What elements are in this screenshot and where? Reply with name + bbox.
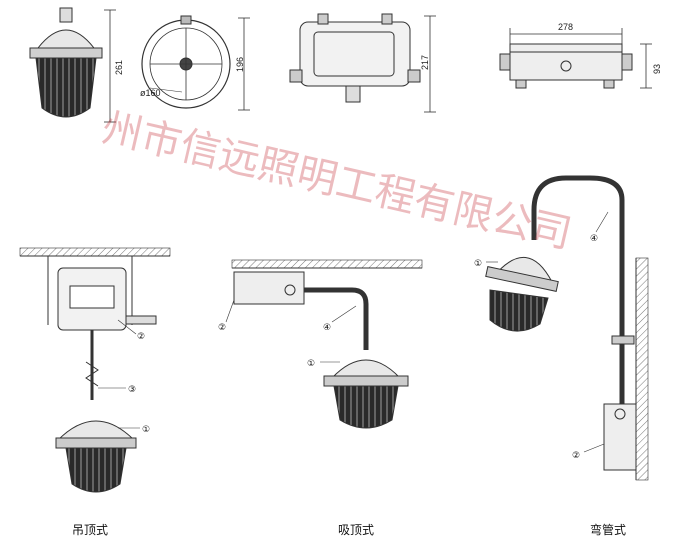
junction-box-side bbox=[499, 43, 633, 89]
callout-1-bent: ① bbox=[474, 259, 482, 269]
callout-2-ceiling: ② bbox=[218, 323, 226, 333]
callout-4-bent: ④ bbox=[590, 234, 598, 244]
ceiling-hatch-icon bbox=[19, 247, 171, 257]
dim-box-side-height: 93 bbox=[640, 43, 662, 89]
callout-4-ceiling: ④ bbox=[323, 323, 331, 333]
ceiling-hatch-icon bbox=[231, 259, 423, 269]
dim-278-label: 278 bbox=[558, 22, 573, 32]
dim-196-label: 196 bbox=[235, 57, 245, 72]
lamp-top-view bbox=[141, 15, 231, 109]
callout-2: ② bbox=[137, 332, 145, 342]
wall-hatch-icon bbox=[635, 257, 649, 481]
callout-1-ceiling: ① bbox=[307, 359, 315, 369]
dim-box-width: 278 bbox=[509, 22, 623, 44]
caption-ceiling: 吸顶式 bbox=[338, 523, 374, 537]
callout-3: ③ bbox=[128, 385, 136, 395]
watermark: 州市信远照明工程有限公司 bbox=[98, 105, 576, 258]
callout-2-bent: ② bbox=[572, 451, 580, 461]
callout-1: ① bbox=[142, 425, 150, 435]
pendant-install: ② ③ ① 吊顶式 bbox=[19, 247, 171, 537]
junction-box-icon bbox=[603, 403, 637, 471]
lamp-front-view bbox=[29, 7, 103, 118]
junction-box-front bbox=[289, 13, 421, 103]
dim-top-view-height: 196 bbox=[235, 17, 250, 111]
bent-pipe-install: ④ ① ② 弯管式 bbox=[474, 175, 649, 537]
dim-93-label: 93 bbox=[652, 64, 662, 74]
dim-261-label: 261 bbox=[114, 60, 124, 75]
dim-box-height: 217 bbox=[420, 15, 436, 113]
ceiling-install: ② ④ ① 吸顶式 bbox=[218, 259, 423, 537]
dim-160-label: ø160 bbox=[140, 88, 161, 98]
dim-217-label: 217 bbox=[420, 55, 430, 70]
caption-bent-pipe: 弯管式 bbox=[590, 522, 626, 537]
junction-box-icon bbox=[233, 271, 305, 305]
pipe-icon bbox=[531, 175, 625, 410]
pipe-icon bbox=[304, 287, 369, 350]
caption-pendant: 吊顶式 bbox=[72, 523, 108, 537]
dim-diameter: ø160 bbox=[140, 87, 183, 98]
dim-fixture-height: 261 bbox=[104, 9, 124, 123]
